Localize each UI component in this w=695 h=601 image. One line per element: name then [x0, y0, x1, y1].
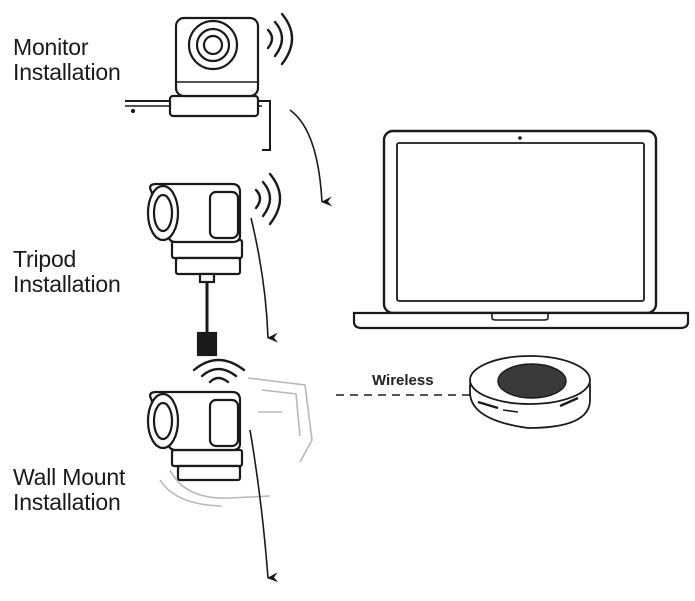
speakerphone-icon [469, 355, 591, 429]
wall-mount-arrow-icon [249, 429, 279, 583]
monitor-label-line1: Monitor [13, 34, 89, 60]
tripod-label-line1: Tripod [13, 246, 77, 272]
tripod-arrow-icon [250, 217, 279, 343]
tripod-camera-icon [146, 182, 244, 357]
monitor-signal-waves-icon [266, 12, 294, 66]
monitor-arrow-icon [289, 109, 333, 207]
wall-mount-camera-icon [146, 390, 244, 482]
tripod-signal-waves-icon [254, 172, 282, 226]
wall-bracket [159, 377, 313, 507]
monitor-camera-icon [125, 16, 271, 151]
tripod-label-line2: Installation [13, 271, 121, 297]
wall-label-line1: Wall Mount [13, 464, 126, 490]
tripod-installation-label: Tripod Installation [13, 247, 121, 297]
wall-label-line2: Installation [13, 489, 121, 515]
wall-mount-installation-label: Wall Mount Installation [13, 465, 125, 515]
wireless-label: Wireless [372, 372, 434, 389]
monitor-label-line2: Installation [13, 59, 121, 85]
laptop-icon [352, 129, 690, 330]
monitor-installation-label: Monitor Installation [13, 35, 121, 85]
wall-mount-signal-waves-icon [192, 358, 246, 384]
